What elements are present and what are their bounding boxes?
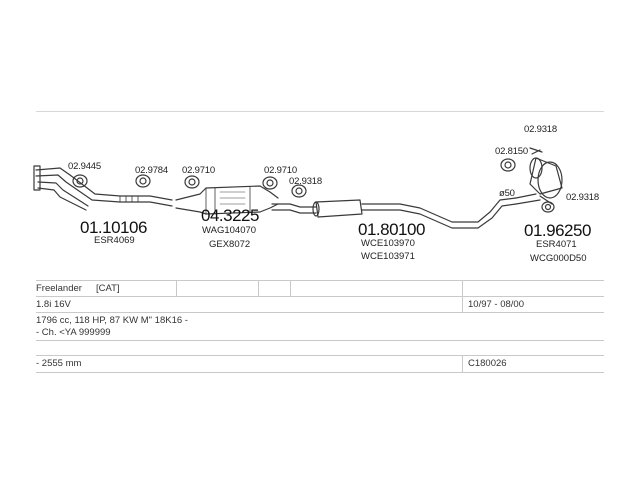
wheelbase: - 2555 mm bbox=[36, 358, 82, 369]
engine-specs: 1796 cc, 118 HP, 87 KW M" 18K16 - bbox=[36, 315, 188, 326]
table-divider bbox=[290, 280, 291, 296]
part-clamp-f: 02.8150 bbox=[495, 146, 528, 157]
catalog-code: C180026 bbox=[468, 358, 507, 369]
clamp-icon bbox=[262, 176, 307, 198]
top-divider bbox=[36, 111, 604, 112]
part-clamp-c: 02.9710 bbox=[182, 165, 215, 176]
front-pipe-number: 01.10106 bbox=[80, 218, 147, 237]
chassis-range: - Ch. <YA 999999 bbox=[36, 327, 111, 338]
front-pipe-icon bbox=[33, 165, 173, 211]
table-line bbox=[36, 355, 604, 356]
table-divider bbox=[462, 280, 463, 312]
rear-ref2: WCG000D50 bbox=[530, 253, 587, 264]
front-pipe-ref: ESR4069 bbox=[94, 235, 135, 246]
middle-number: 01.80100 bbox=[358, 220, 425, 239]
middle-ref2: WCE103971 bbox=[361, 251, 415, 262]
catalyst-icon bbox=[175, 185, 279, 215]
rear-ref1: ESR4071 bbox=[536, 239, 577, 250]
catalyst-ref2: GEX8072 bbox=[209, 239, 251, 250]
part-clamp-a: 02.9445 bbox=[68, 161, 101, 172]
model-tag: [CAT] bbox=[96, 283, 120, 294]
table-line bbox=[36, 296, 604, 297]
middle-silencer-icon bbox=[271, 197, 517, 229]
clamp-icon bbox=[72, 174, 200, 189]
catalyst-ref1: WAG104070 bbox=[202, 225, 257, 236]
engine-name: 1.8i 16V bbox=[36, 299, 71, 310]
table-line bbox=[36, 312, 604, 313]
middle-ref1: WCE103970 bbox=[361, 238, 415, 249]
table-divider bbox=[176, 280, 177, 296]
table-line bbox=[36, 340, 604, 341]
part-clamp-h: 02.9318 bbox=[566, 192, 599, 203]
table-line bbox=[36, 280, 604, 281]
part-clamp-e: 02.9318 bbox=[289, 176, 322, 187]
production-years: 10/97 - 08/00 bbox=[468, 299, 524, 310]
catalyst-number: 04.3225 bbox=[201, 206, 259, 225]
rear-silencer-icon bbox=[515, 157, 563, 205]
table-divider bbox=[258, 280, 259, 296]
part-clamp-g: 02.9318 bbox=[524, 124, 557, 135]
table-divider bbox=[462, 355, 463, 372]
rear-number: 01.96250 bbox=[524, 221, 591, 240]
part-clamp-b: 02.9784 bbox=[135, 165, 168, 176]
part-clamp-d: 02.9710 bbox=[264, 165, 297, 176]
pipe-diameter: ø50 bbox=[499, 188, 515, 199]
model-name: Freelander bbox=[36, 283, 82, 294]
table-line bbox=[36, 372, 604, 373]
